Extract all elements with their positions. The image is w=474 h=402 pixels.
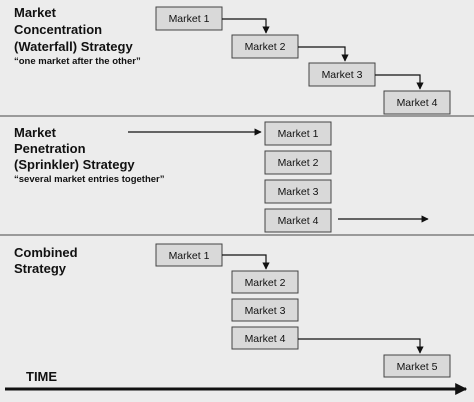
time-axis: TIME: [5, 369, 468, 395]
section-sprinkler: Market Penetration (Sprinkler) Strategy …: [14, 121, 429, 233]
market-box: [383, 90, 451, 115]
market-label: Market 2: [245, 41, 286, 53]
section-title-line: Penetration: [14, 141, 86, 156]
section-combined: Combined Strategy Market 1 Market 2 Mark…: [14, 243, 451, 378]
market-box: [231, 326, 299, 350]
section-title-line: Market: [14, 125, 57, 140]
market-box: [264, 179, 332, 204]
market-box: [264, 150, 332, 175]
market-label: Market 1: [169, 13, 210, 25]
market-label: Market 1: [169, 250, 210, 262]
sequence-arrow: [298, 338, 424, 354]
market-box: [264, 121, 332, 146]
time-label: TIME: [26, 369, 57, 384]
section-title-line: Strategy: [14, 261, 67, 276]
section-subtitle: “several market entries together”: [14, 174, 165, 185]
market-label: Market 1: [278, 128, 319, 140]
sequence-arrow: [222, 18, 270, 34]
section-title-line: Combined: [14, 245, 78, 260]
market-box: [264, 208, 332, 233]
market-label: Market 4: [245, 333, 286, 345]
section-title-line: Concentration: [14, 22, 102, 37]
sequence-arrow: [298, 46, 349, 62]
market-box: [231, 270, 299, 294]
section-waterfall: Market Concentration (Waterfall) Strateg…: [14, 5, 451, 115]
sequence-arrow: [375, 74, 424, 90]
market-label: Market 2: [278, 157, 319, 169]
market-label: Market 4: [278, 215, 319, 227]
market-label: Market 3: [245, 305, 286, 317]
market-label: Market 4: [397, 97, 438, 109]
market-label: Market 5: [397, 361, 438, 373]
section-title-line: Market: [14, 5, 57, 20]
market-box: [231, 298, 299, 322]
market-label: Market 2: [245, 277, 286, 289]
market-label: Market 3: [278, 186, 319, 198]
section-subtitle: “one market after the other”: [14, 56, 141, 67]
section-title-line: (Waterfall) Strategy: [14, 39, 133, 54]
market-box: [383, 354, 451, 378]
market-label: Market 3: [322, 69, 363, 81]
sequence-arrow: [222, 254, 270, 270]
section-title-line: (Sprinkler) Strategy: [14, 157, 135, 172]
